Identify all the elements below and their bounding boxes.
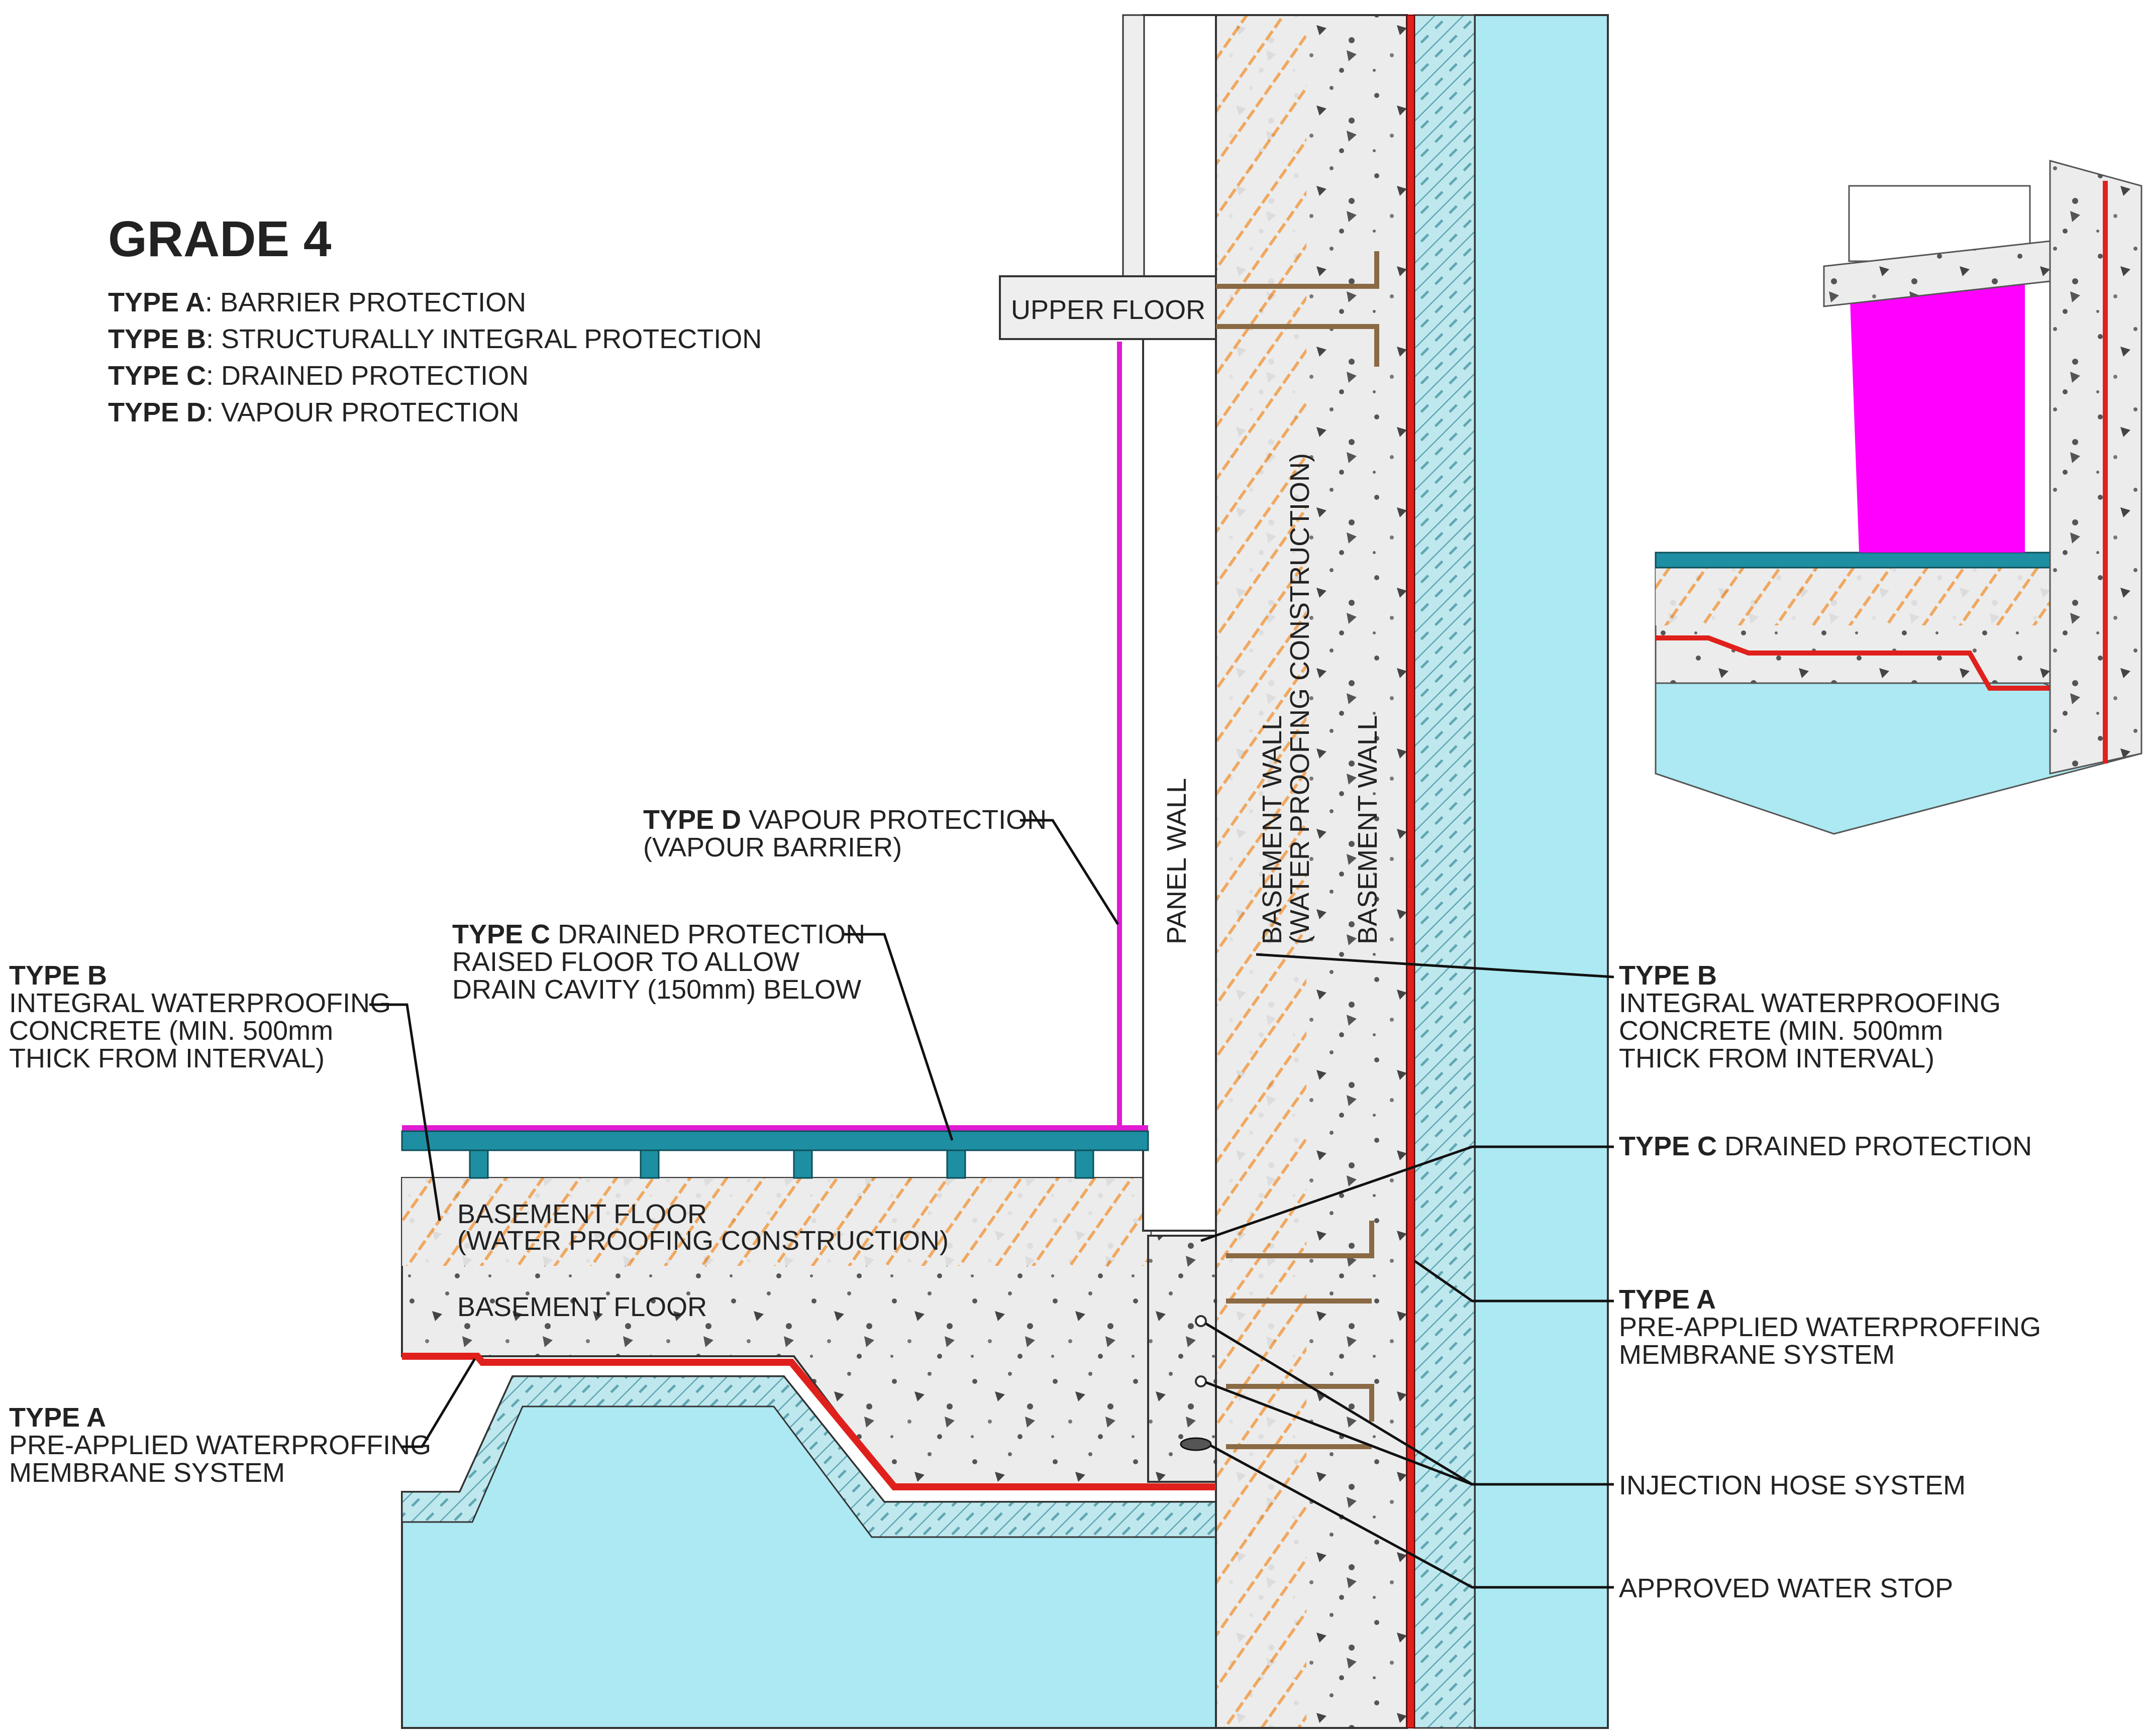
inset-wall-membrane (2103, 181, 2108, 764)
legend-item-type-d: TYPE D: VAPOUR PROTECTION (108, 397, 519, 427)
basement-wall-wpc-zone (1216, 15, 1306, 1728)
callout-type-a-right-code: TYPE A (1619, 1284, 1716, 1315)
callout-type-a-left-line2: MEMBRANE SYSTEM (9, 1458, 285, 1488)
callout-type-b-right-line2: CONCRETE (MIN. 500mm (1619, 1016, 1943, 1046)
main-section: UPPER FLOOR PANEL WALL BASEMENT WALL (WA… (401, 14, 1609, 1729)
leader-type-d (1020, 819, 1119, 925)
leader-type-b-right (1256, 953, 1614, 979)
inset-membrane-floor (1656, 635, 2065, 691)
callout-type-a-right-line1: PRE-APPLIED WATERPROFFING (1619, 1312, 2041, 1342)
basement-floor-label: BASEMENT FLOOR (457, 1292, 707, 1322)
injection-hose-2 (1195, 1375, 1207, 1387)
raised-floor-drain-board (401, 1130, 1149, 1151)
legend-item-type-a: TYPE A: BARRIER PROTECTION (108, 287, 526, 317)
leader-type-c-floor (844, 933, 954, 1141)
basement-wall-wpc-label-1: BASEMENT WALL (1257, 715, 1287, 944)
callout-type-c-floor-line2: RAISED FLOOR TO ALLOW (452, 947, 799, 977)
injection-hose-1 (1195, 1315, 1207, 1327)
leader-type-a-right (1413, 1259, 1614, 1303)
callout-type-c-floor-line1: TYPE C DRAINED PROTECTION (452, 919, 865, 949)
callout-type-a-left-code: TYPE A (9, 1402, 106, 1433)
legend-item-type-c: TYPE C: DRAINED PROTECTION (108, 361, 529, 391)
callout-water-stop-line1: APPROVED WATER STOP (1619, 1573, 1953, 1603)
leader-type-b-left (369, 1003, 441, 1221)
leader-type-c-right (1200, 1145, 1614, 1242)
basement-wall-label: BASEMENT WALL (1353, 715, 1383, 944)
callout-type-a-right-line2: MEMBRANE SYSTEM (1619, 1340, 1895, 1370)
upper-floor-label: UPPER FLOOR (1011, 295, 1205, 325)
callout-type-c-floor-line3: DRAIN CAVITY (150mm) BELOW (452, 974, 861, 1005)
callout-type-b-left-code: TYPE B (9, 960, 107, 991)
callout-type-a-left-line1: PRE-APPLIED WATERPROFFING (9, 1430, 431, 1460)
basement-wall-wpc-label-2: (WATER PROOFING CONSTRUCTION) (1285, 453, 1315, 944)
panel-wall (1142, 14, 1217, 1232)
legend-title: GRADE 4 (108, 211, 332, 267)
basement-floor-wpc-zone (402, 1178, 1151, 1266)
callout-type-b-left-line1: INTEGRAL WATERPROOFING (9, 988, 391, 1018)
soil-strip-right (1413, 14, 1476, 1729)
callout-type-d-line2: (VAPOUR BARRIER) (643, 832, 902, 862)
rebar-starters (1216, 251, 1379, 1449)
callout-type-b-left-line2: CONCRETE (MIN. 500mm (9, 1016, 333, 1046)
leader-water-stop (1210, 1444, 1614, 1589)
upper-floor-box (999, 275, 1217, 340)
inset-raised-floor (1655, 552, 2051, 569)
legend-item-type-b: TYPE B: STRUCTURALLY INTEGRAL PROTECTION (108, 324, 762, 354)
callout-type-b-right-line1: INTEGRAL WATERPROOFING (1619, 988, 2001, 1018)
leader-type-a-left (402, 1358, 476, 1448)
inset-wall (2049, 160, 2142, 775)
drain-board-pedestals (469, 1149, 1094, 1179)
callout-injection-line1: INJECTION HOSE SYSTEM (1619, 1470, 1966, 1500)
floor-membrane-type-a (402, 1353, 1216, 1490)
vapour-barrier-type-d (1117, 342, 1122, 1128)
panel-wall-label: PANEL WALL (1162, 778, 1192, 944)
callout-type-b-right-code: TYPE B (1619, 960, 1717, 991)
basement-floor-wpc-label-1: BASEMENT FLOOR (457, 1199, 707, 1229)
wall-membrane-type-a (1406, 15, 1415, 1728)
water-stop (1180, 1437, 1212, 1451)
callouts: TYPE D VAPOUR PROTECTION (VAPOUR BARRIER… (9, 805, 2041, 1603)
callout-type-b-right-line3: THICK FROM INTERVAL) (1619, 1043, 1934, 1073)
callout-type-c-right-line1: TYPE C DRAINED PROTECTION (1619, 1131, 2032, 1161)
inset-vapour-barrier (1849, 271, 2025, 553)
isometric-inset (1655, 160, 2142, 835)
callout-type-b-left-line3: THICK FROM INTERVAL) (9, 1043, 325, 1073)
ground-water-right (1474, 14, 1609, 1729)
basement-floor-wpc-label-2: (WATER PROOFING CONSTRUCTION) (457, 1226, 949, 1256)
legend: GRADE 4 TYPE A: BARRIER PROTECTION TYPE … (108, 211, 762, 427)
inset-slab-hatch (1656, 568, 2050, 625)
raised-floor-finish (402, 1125, 1148, 1131)
callout-type-d-line1: TYPE D VAPOUR PROTECTION (643, 805, 1047, 835)
leader-injection-2 (1205, 1381, 1473, 1486)
panel-wall-top (1122, 14, 1145, 277)
